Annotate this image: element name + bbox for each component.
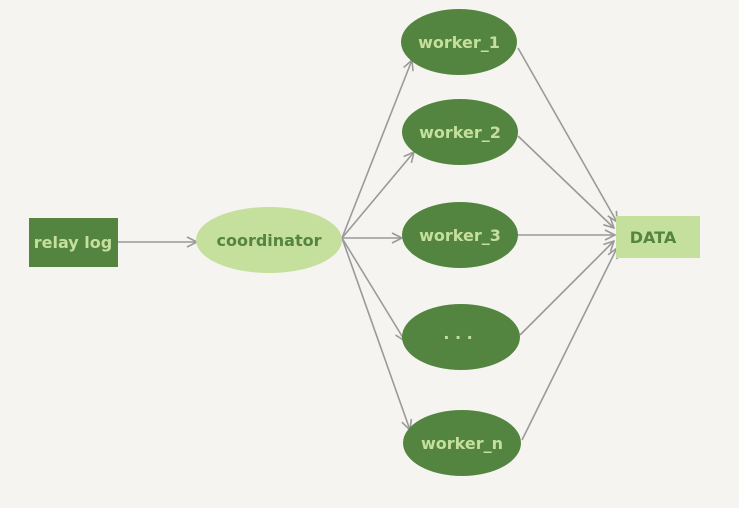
edge-coordinator-to-worker-2 xyxy=(341,152,414,239)
edge-worker-2-to-data xyxy=(517,135,614,228)
worker-n-label: worker_n xyxy=(421,434,503,453)
worker-3-node: worker_3 xyxy=(402,202,518,268)
edge-coordinator-to-worker-n xyxy=(341,237,410,430)
edge-worker-1-to-data xyxy=(517,47,617,222)
relay-log-label: relay log xyxy=(34,233,112,252)
data-node: DATA xyxy=(616,216,700,258)
data-label: DATA xyxy=(630,228,677,247)
worker-3-label: worker_3 xyxy=(419,226,501,245)
worker-1-node: worker_1 xyxy=(401,9,517,75)
worker-ellipsis-label: · · · xyxy=(443,328,472,347)
edge-coordinator-to-worker-ellipsis xyxy=(341,237,405,341)
coordinator-node: coordinator xyxy=(196,207,342,273)
worker-1-label: worker_1 xyxy=(418,33,500,52)
worker-2-node: worker_2 xyxy=(402,99,518,165)
edges xyxy=(118,47,617,441)
relay-log-node: relay log xyxy=(29,218,118,267)
worker-n-node: worker_n xyxy=(403,410,521,476)
edge-coordinator-to-worker-1 xyxy=(341,60,412,239)
edge-worker-ellipsis-to-data xyxy=(519,241,614,336)
worker-ellipsis-node: · · · xyxy=(402,304,520,370)
edge-worker-n-to-data xyxy=(521,248,617,441)
coordinator-label: coordinator xyxy=(216,231,321,250)
worker-2-label: worker_2 xyxy=(419,123,501,142)
